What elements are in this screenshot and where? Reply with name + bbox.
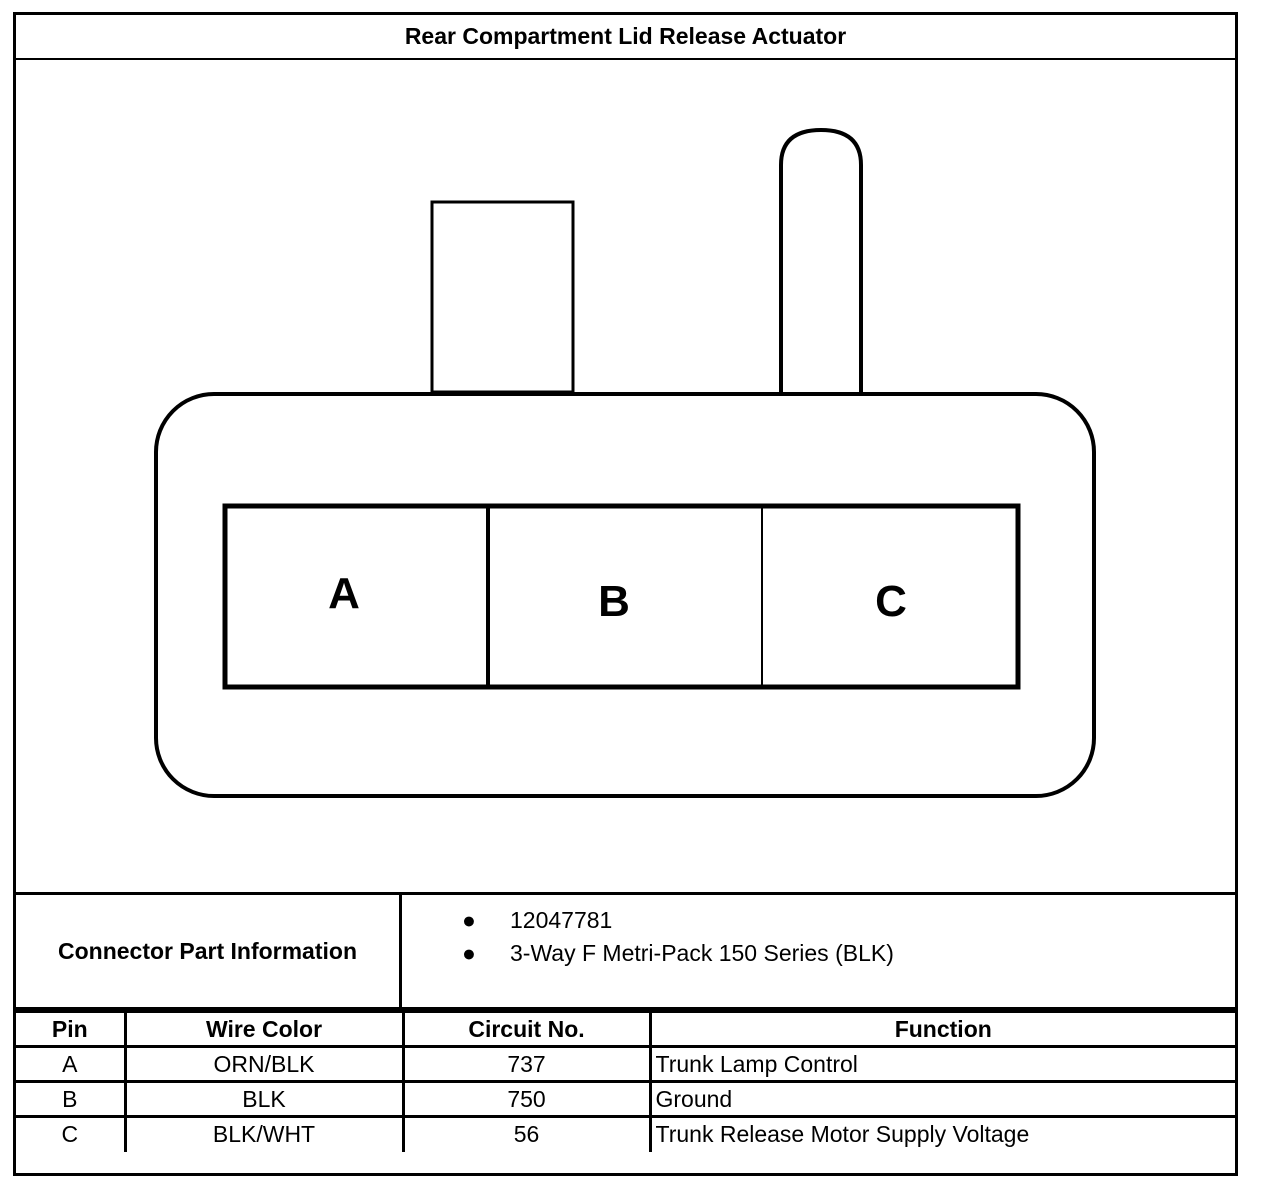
bullet-icon: ● xyxy=(462,907,476,933)
cell-pin: A xyxy=(16,1045,127,1083)
header-circuit: Circuit No. xyxy=(401,1010,652,1048)
cell-circuit: 750 xyxy=(401,1080,652,1118)
cell-circuit: 737 xyxy=(401,1045,652,1083)
header-function: Function xyxy=(648,1010,1235,1048)
part-number: 12047781 xyxy=(510,907,613,933)
bullet-icon: ● xyxy=(462,940,476,966)
connector-housing xyxy=(154,392,1096,798)
cell-pin: C xyxy=(16,1115,127,1152)
locking-tab xyxy=(430,200,575,394)
table-row: B BLK 750 Ground xyxy=(16,1080,1235,1118)
pin-a-label: A xyxy=(328,569,360,618)
part-info-list: ● 12047781 ● 3-Way F Metri-Pack 150 Seri… xyxy=(402,895,1232,1007)
cell-wire-color: BLK/WHT xyxy=(123,1115,405,1152)
cell-wire-color: BLK xyxy=(123,1080,405,1118)
connector-drawing: A B C xyxy=(154,127,1096,798)
key-post xyxy=(779,127,863,392)
cell-function: Trunk Release Motor Supply Voltage xyxy=(648,1115,1235,1152)
pin-b-label: B xyxy=(598,577,630,626)
part-info-label: Connector Part Information xyxy=(16,895,402,1007)
cell-circuit: 56 xyxy=(401,1115,652,1152)
header-wire-color: Wire Color xyxy=(123,1010,405,1048)
cell-function: Ground xyxy=(648,1080,1235,1118)
header-pin: Pin xyxy=(16,1010,127,1048)
connector-part-info: Connector Part Information ● 12047781 ● … xyxy=(16,892,1235,1010)
connector-face-diagram: A B C xyxy=(16,60,1235,892)
part-description: 3-Way F Metri-Pack 150 Series (BLK) xyxy=(510,940,894,966)
pin-table: Pin Wire Color Circuit No. Function A OR… xyxy=(16,1010,1235,1152)
pin-c-label: C xyxy=(875,577,907,626)
table-header-row: Pin Wire Color Circuit No. Function xyxy=(16,1010,1235,1048)
connector-sheet: Rear Compartment Lid Release Actuator A … xyxy=(13,12,1238,1176)
table-row: C BLK/WHT 56 Trunk Release Motor Supply … xyxy=(16,1115,1235,1152)
cell-wire-color: ORN/BLK xyxy=(123,1045,405,1083)
page-title: Rear Compartment Lid Release Actuator xyxy=(16,15,1235,60)
table-row: A ORN/BLK 737 Trunk Lamp Control xyxy=(16,1045,1235,1083)
pin-cavity-block xyxy=(222,503,1021,690)
cell-pin: B xyxy=(16,1080,127,1118)
cell-function: Trunk Lamp Control xyxy=(648,1045,1235,1083)
